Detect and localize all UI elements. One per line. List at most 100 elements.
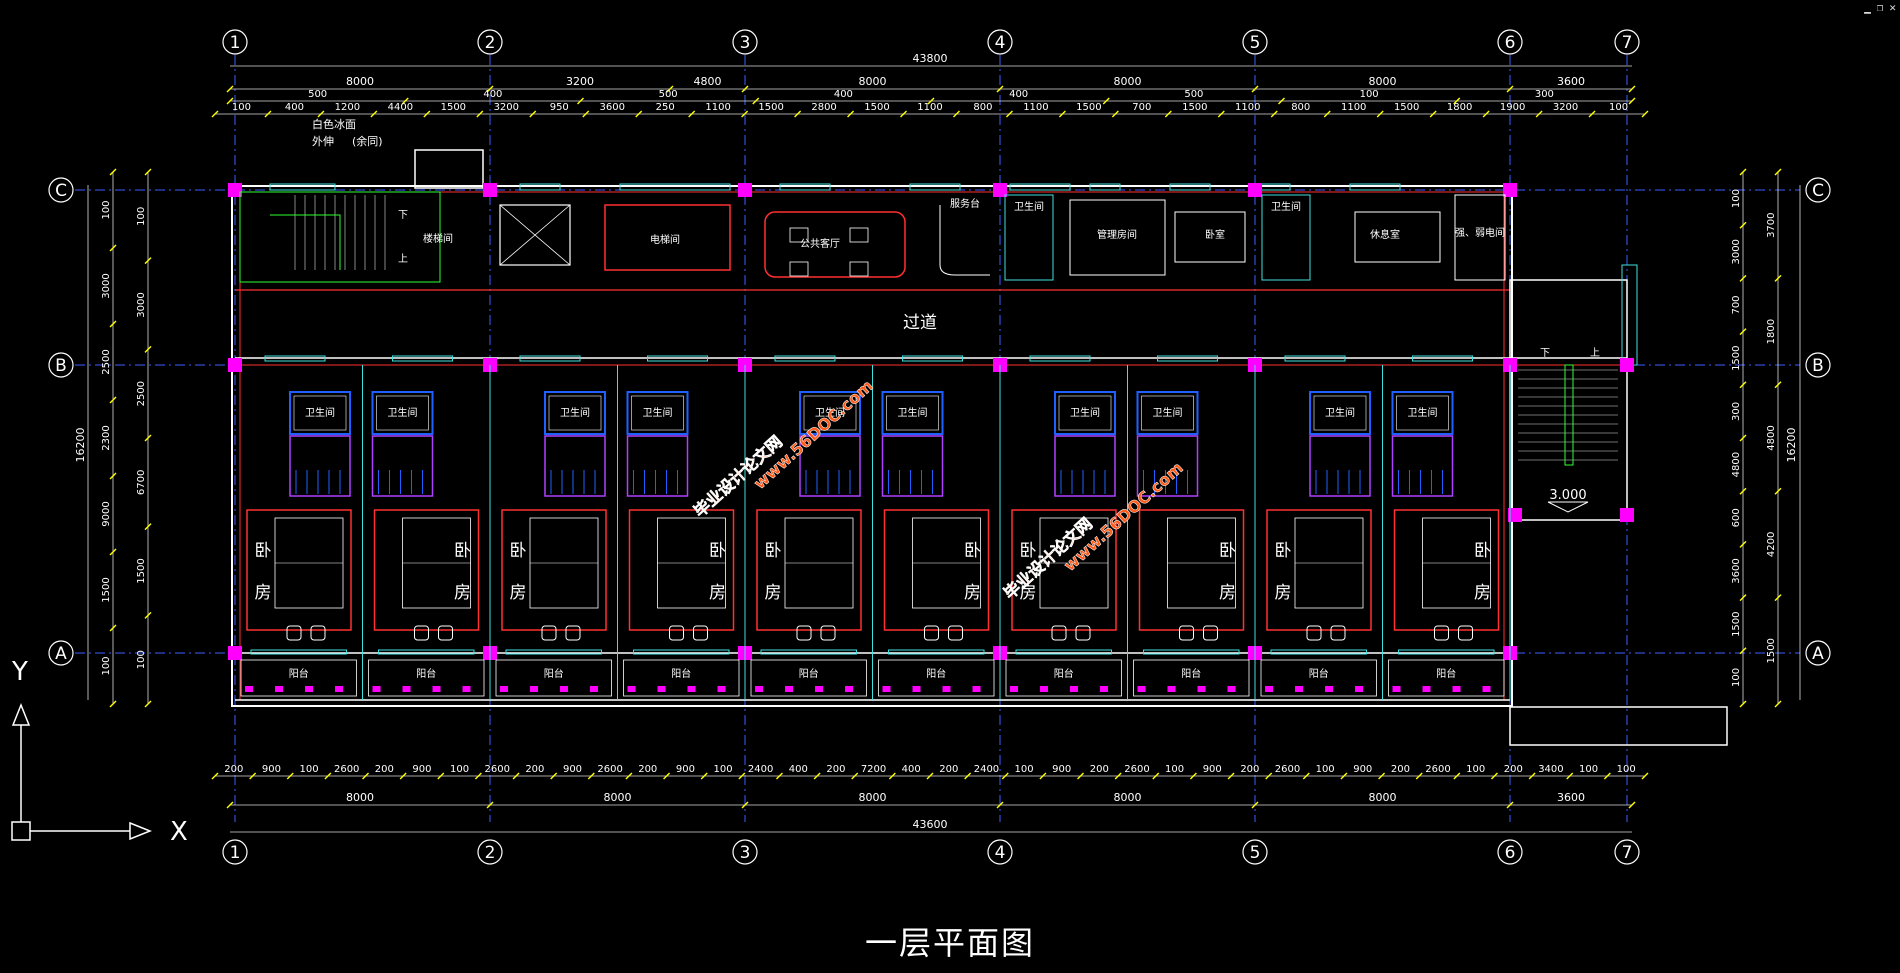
dim-top-overall-label: 8000 — [346, 75, 374, 88]
balcony-planter — [402, 686, 411, 692]
dim-left-outer-label: 100 — [101, 656, 112, 675]
dim-bottom-detail-label: 200 — [638, 764, 657, 775]
dim-right-inner-tick — [1739, 274, 1747, 282]
dim-right-outer-label: 3700 — [1766, 212, 1777, 237]
dim-bottom-detail-label: 900 — [563, 764, 582, 775]
dim-bottom-overall-tick — [1628, 801, 1636, 809]
armchair — [565, 625, 581, 641]
dim-top-detail-tick — [741, 110, 749, 118]
dim-left-outer-tick — [109, 700, 117, 708]
room-label-bedroom-char2: 房 — [454, 583, 471, 603]
balcony-planter — [275, 686, 283, 692]
room-label-bedroom-char1: 卧 — [454, 541, 471, 561]
axis-label-col: 4 — [995, 33, 1006, 53]
dim-bottom-detail-tick — [1302, 772, 1310, 780]
public-lounge — [764, 211, 906, 278]
dim-top-overall-tick — [226, 85, 234, 93]
dim-bottom-detail-label: 900 — [1203, 764, 1222, 775]
unit-wardrobe — [1391, 435, 1454, 497]
dim-top-overall-label: 8000 — [859, 75, 887, 88]
dim-right-inner-label: 600 — [1731, 508, 1742, 527]
dim-right-inner-tick — [1739, 487, 1747, 495]
room-label-bathroom: 卫生间 — [815, 406, 845, 419]
dim-top-detail-label: 950 — [550, 102, 569, 113]
balcony-planter — [972, 686, 981, 692]
armchair — [820, 625, 836, 641]
axis-bubble-col-4 — [987, 29, 1013, 55]
dim-top-total-label: 43800 — [913, 52, 948, 65]
axis-bubble-row-B — [1805, 352, 1831, 378]
north-bathroom — [1261, 194, 1311, 281]
unit-balcony — [623, 659, 740, 697]
dim-right-outer-tick — [1774, 168, 1782, 176]
dim-top-detail-label: 1500 — [864, 102, 889, 113]
dim-top-detail-tick — [1270, 110, 1278, 118]
unit-bathroom-inner — [293, 395, 347, 431]
window-controls: ▁ ❐ ✕ — [1864, 2, 1896, 14]
east-stair-up: 上 — [1590, 347, 1600, 359]
dim-top-mid-tick — [1453, 97, 1461, 105]
dim-top-detail-label: 1500 — [758, 102, 783, 113]
room-label-balcony: 阳台 — [1181, 667, 1201, 680]
minimize-icon[interactable]: ▁ — [1864, 1, 1871, 14]
room-label-bedroom-char2: 房 — [510, 583, 527, 603]
room-label-bathroom: 卫生间 — [1325, 406, 1355, 419]
balcony-planter — [1227, 686, 1236, 692]
dim-top-detail-tick — [1058, 110, 1066, 118]
unit-balcony — [878, 659, 995, 697]
unit-bathroom — [289, 391, 351, 435]
dim-bottom-detail-tick — [512, 772, 520, 780]
dim-top-overall-label: 8000 — [1369, 75, 1397, 88]
dim-top-overall-tick — [1251, 85, 1259, 93]
dim-bottom-detail-tick — [813, 772, 821, 780]
dim-bottom-detail-tick — [1152, 772, 1160, 780]
dim-bottom-overall-tick — [1251, 801, 1259, 809]
axis-bubble-row-B — [48, 352, 74, 378]
dim-top-mid-tick — [1102, 97, 1110, 105]
room-label-bedroom-char2: 房 — [1474, 583, 1491, 603]
dim-top-mid-tick — [577, 97, 584, 105]
unit-wardrobe — [1054, 435, 1116, 497]
dim-top-detail-tick — [1535, 110, 1543, 118]
dim-bottom-detail-tick — [663, 772, 671, 780]
unit-balcony — [240, 659, 357, 697]
dim-bottom-detail-tick — [964, 772, 972, 780]
unit-bathroom-inner — [631, 395, 684, 431]
dim-right-outer-tick — [1774, 700, 1782, 708]
dim-top-detail-label: 1100 — [705, 102, 730, 113]
balcony-door — [1398, 649, 1495, 655]
close-icon[interactable]: ✕ — [1889, 1, 1896, 14]
north-window — [779, 183, 831, 191]
dim-bottom-detail-label: 200 — [1240, 764, 1259, 775]
dim-bottom-detail-label: 2400 — [748, 764, 773, 775]
armchair — [286, 625, 302, 641]
balcony-planter — [560, 686, 568, 692]
dim-top-detail-label: 4400 — [388, 102, 413, 113]
room-label-bathroom: 卫生间 — [560, 406, 590, 419]
balcony-planter — [815, 686, 823, 692]
dim-bottom-overall-label: 3600 — [1557, 791, 1585, 804]
dim-top-detail-label: 1900 — [1500, 102, 1525, 113]
dim-bottom-detail-tick — [1077, 772, 1085, 780]
balcony-planter — [335, 686, 343, 692]
dim-left-inner-label: 1500 — [136, 558, 147, 583]
armchair — [948, 625, 963, 641]
room-label-bathroom: 卫生间 — [1271, 200, 1301, 213]
dim-bottom-detail-label: 200 — [375, 764, 394, 775]
restore-icon[interactable]: ❐ — [1876, 1, 1884, 14]
ucs-x-arrow — [129, 821, 153, 841]
dim-bottom-overall-label: 8000 — [1114, 791, 1142, 804]
text-layer: 楼梯间下上电梯间公共客厅服务台卫生间卫生间管理房间卧室休息室强、弱电间过道下上3… — [255, 117, 1601, 680]
unit-bathroom-inner — [1396, 395, 1449, 431]
dim-bottom-detail-tick — [1001, 772, 1009, 780]
room-label-bathroom: 卫生间 — [388, 406, 418, 419]
room-label-bedroom-char1: 卧 — [255, 541, 272, 561]
room-label-balcony: 阳台 — [926, 667, 946, 680]
dim-top-detail-tick — [582, 110, 590, 118]
room-layer — [239, 191, 1618, 700]
dim-right-total-label: 16200 — [1785, 428, 1798, 463]
dim-bottom-detail-label: 2600 — [1124, 764, 1149, 775]
unit-entry-door — [647, 355, 708, 362]
